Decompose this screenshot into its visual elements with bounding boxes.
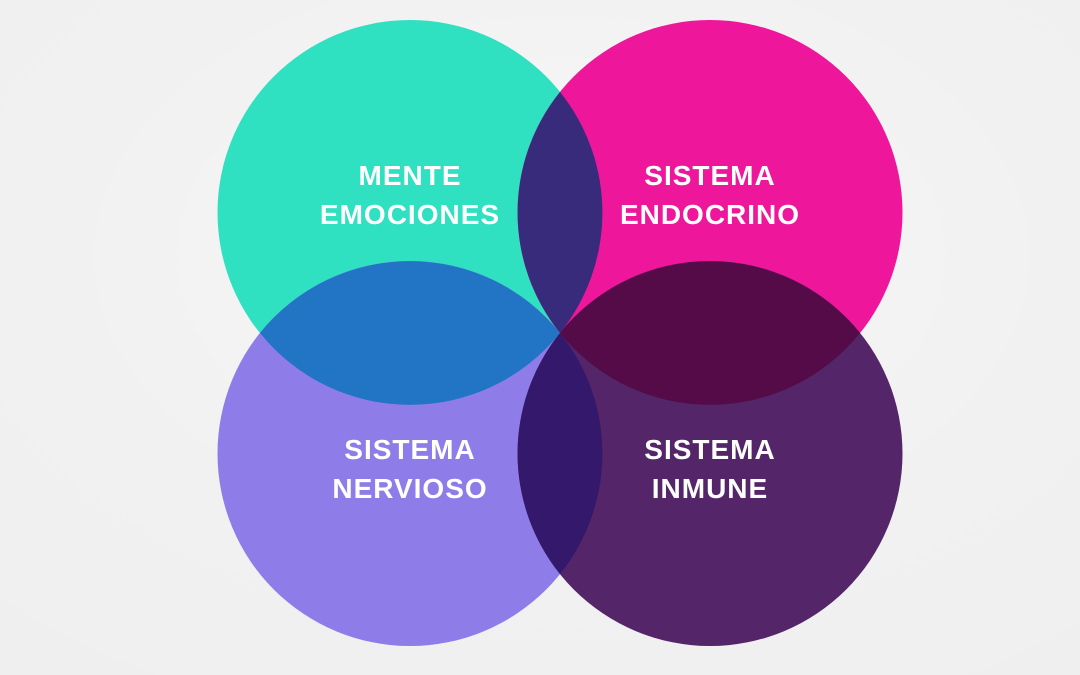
- label-sistema-endocrino: SISTEMA ENDOCRINO: [620, 156, 800, 234]
- overlap-mente-endocrino: [517, 92, 603, 333]
- label-line: SISTEMA: [644, 434, 776, 465]
- label-line: MENTE: [358, 160, 462, 191]
- label-line: INMUNE: [651, 473, 769, 504]
- label-sistema-inmune: SISTEMA INMUNE: [644, 430, 775, 508]
- label-line: SISTEMA: [644, 160, 776, 191]
- overlap-endocrino-inmune: [560, 261, 860, 405]
- label-mente-emociones: MENTE EMOCIONES: [320, 156, 500, 234]
- overlap-nervioso-inmune: [517, 333, 603, 574]
- label-line: EMOCIONES: [319, 199, 501, 230]
- label-line: SISTEMA: [344, 434, 476, 465]
- label-line: ENDOCRINO: [619, 199, 801, 230]
- label-sistema-nervioso: SISTEMA NERVIOSO: [332, 430, 487, 508]
- label-line: NERVIOSO: [332, 473, 488, 504]
- overlap-mente-nervioso: [260, 261, 560, 405]
